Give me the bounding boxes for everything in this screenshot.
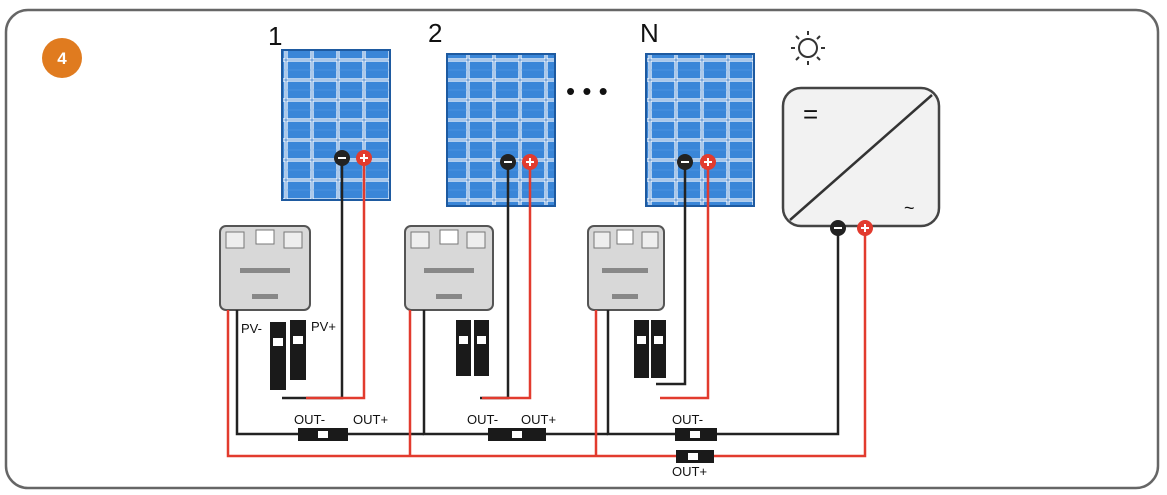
out-plus-label-n: OUT+ <box>672 464 707 479</box>
solar-panel-n <box>645 53 755 207</box>
solar-panel-1 <box>281 49 391 201</box>
sun-icon <box>791 31 825 65</box>
microinverter-n <box>587 225 665 311</box>
pv-minus-label: PV- <box>241 321 262 336</box>
inverter-ac-symbol: ~ <box>904 198 915 218</box>
microinverter-2 <box>404 225 494 311</box>
inverter: = ~ <box>781 86 941 228</box>
out-minus-label-1: OUT- <box>294 412 325 427</box>
microinverter-1 <box>219 225 311 311</box>
out-minus-label-n: OUT- <box>672 412 703 427</box>
inverter-dc-symbol: = <box>803 99 818 129</box>
panel-ellipsis: • • • <box>566 76 608 106</box>
panel-terminals <box>334 150 873 236</box>
step-number: 4 <box>57 49 67 68</box>
step-badge: 4 <box>42 38 82 78</box>
pv-connectors <box>270 320 666 390</box>
out-minus-label-2: OUT- <box>467 412 498 427</box>
panel-label-2: 2 <box>428 18 442 48</box>
out-connectors <box>298 428 717 463</box>
pv-plus-label: PV+ <box>311 319 336 334</box>
solar-panel-2 <box>446 53 556 207</box>
panel-label-1: 1 <box>268 21 282 51</box>
panel-label-n: N <box>640 18 659 48</box>
out-plus-label-1: OUT+ <box>353 412 388 427</box>
positive-wires <box>226 158 867 458</box>
out-plus-label-2: OUT+ <box>521 412 556 427</box>
